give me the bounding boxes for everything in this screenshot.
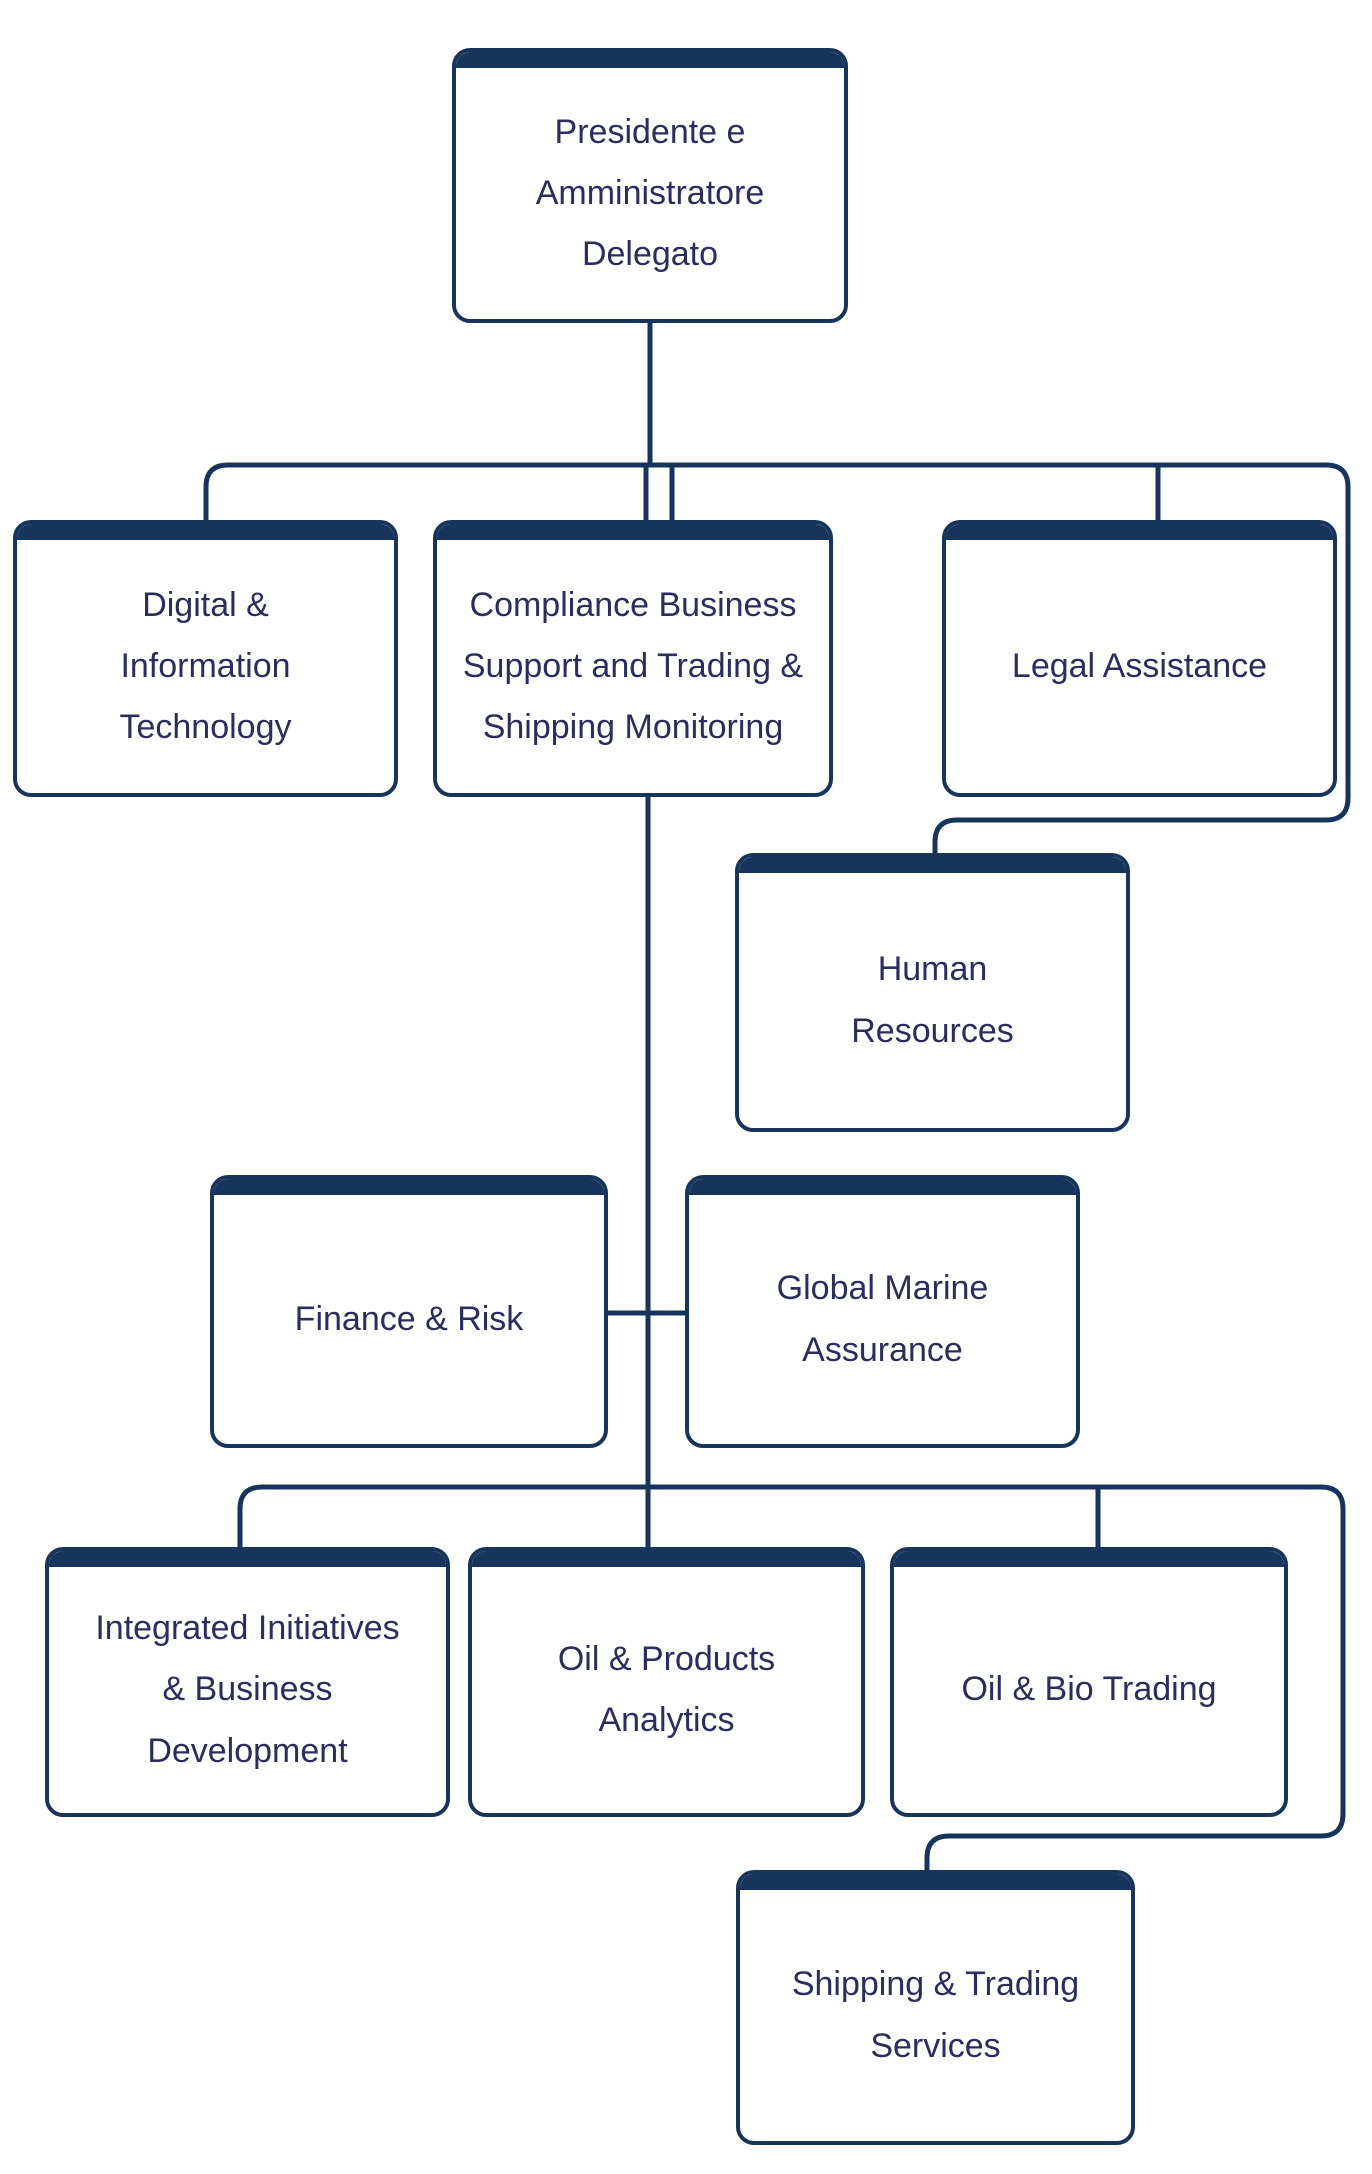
connector-bus2-and-right-wrap-to-shipping — [237, 1484, 1346, 1874]
node-label: Shipping & Trading Services — [791, 1965, 1080, 2065]
node-header-bar — [689, 1179, 1076, 1195]
node-oil-products-analytics: Oil & Products Analytics — [468, 1547, 865, 1817]
node-label: Digital & Information Technology — [119, 585, 292, 747]
node-label: Presidente e Amministratore Delegato — [535, 112, 765, 274]
node-header-bar — [946, 524, 1333, 540]
node-label: Oil & Products Analytics — [557, 1639, 776, 1739]
node-finance-risk: Finance & Risk — [210, 1175, 608, 1448]
node-human-resources: Human Resources — [735, 853, 1130, 1132]
node-header-bar — [214, 1179, 604, 1195]
node-shipping-trading-services: Shipping & Trading Services — [736, 1870, 1135, 2145]
node-label: Oil & Bio Trading — [961, 1670, 1217, 1709]
node-compliance-business-support: Compliance Business Support and Trading … — [433, 520, 833, 797]
node-header-bar — [472, 1551, 861, 1567]
node-header-bar — [17, 524, 394, 540]
node-presidente: Presidente e Amministratore Delegato — [452, 48, 848, 323]
node-label: Global Marine Assurance — [776, 1269, 989, 1369]
node-label: Integrated Initiatives & Business Develo… — [95, 1609, 400, 1770]
node-legal-assistance: Legal Assistance — [942, 520, 1337, 797]
node-header-bar — [437, 524, 829, 540]
node-header-bar — [739, 857, 1126, 873]
node-header-bar — [894, 1551, 1284, 1567]
node-label: Compliance Business Support and Trading … — [462, 585, 804, 747]
node-label: Human Resources — [851, 950, 1014, 1050]
node-header-bar — [740, 1874, 1131, 1890]
node-label: Finance & Risk — [294, 1299, 524, 1338]
node-header-bar — [49, 1551, 446, 1567]
node-oil-bio-trading: Oil & Bio Trading — [890, 1547, 1288, 1817]
connector-bus1-and-right-wrap-to-hr — [203, 462, 1351, 857]
node-global-marine-assurance: Global Marine Assurance — [685, 1175, 1080, 1448]
node-digital-information-technology: Digital & Information Technology — [13, 520, 398, 797]
node-header-bar — [456, 52, 844, 68]
node-integrated-initiatives: Integrated Initiatives & Business Develo… — [45, 1547, 450, 1817]
node-label: Legal Assistance — [1011, 646, 1268, 685]
